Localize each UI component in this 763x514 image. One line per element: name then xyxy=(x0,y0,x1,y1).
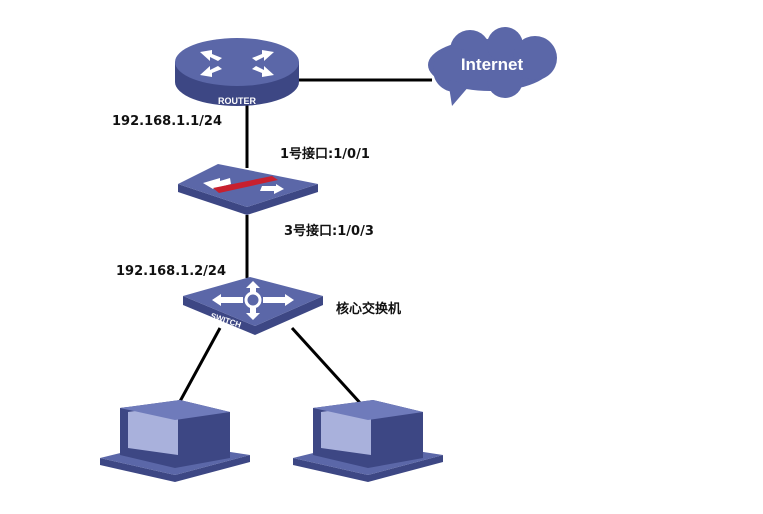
port-3-label: 3号接口:1/0/3 xyxy=(284,224,374,239)
core-switch-icon: SWITCH xyxy=(183,277,323,335)
router-ip-label: 192.168.1.1/24 xyxy=(112,114,223,129)
router-icon: ROUTER xyxy=(175,38,299,106)
core-switch-name: 核心交换机 xyxy=(336,302,402,317)
port-1-label: 1号接口:1/0/1 xyxy=(280,147,370,162)
pc-1-icon xyxy=(100,400,250,482)
pc-2-icon xyxy=(293,400,443,482)
router-label: ROUTER xyxy=(218,96,257,106)
links xyxy=(176,78,432,407)
link-switch-pc1 xyxy=(176,327,222,406)
switch-ip-label: 192.168.1.2/24 xyxy=(116,264,227,279)
link-switch-pc2 xyxy=(290,326,364,407)
firewall-icon xyxy=(178,164,318,215)
internet-label: Internet xyxy=(461,55,524,74)
internet-cloud-icon: Internet xyxy=(428,27,557,106)
